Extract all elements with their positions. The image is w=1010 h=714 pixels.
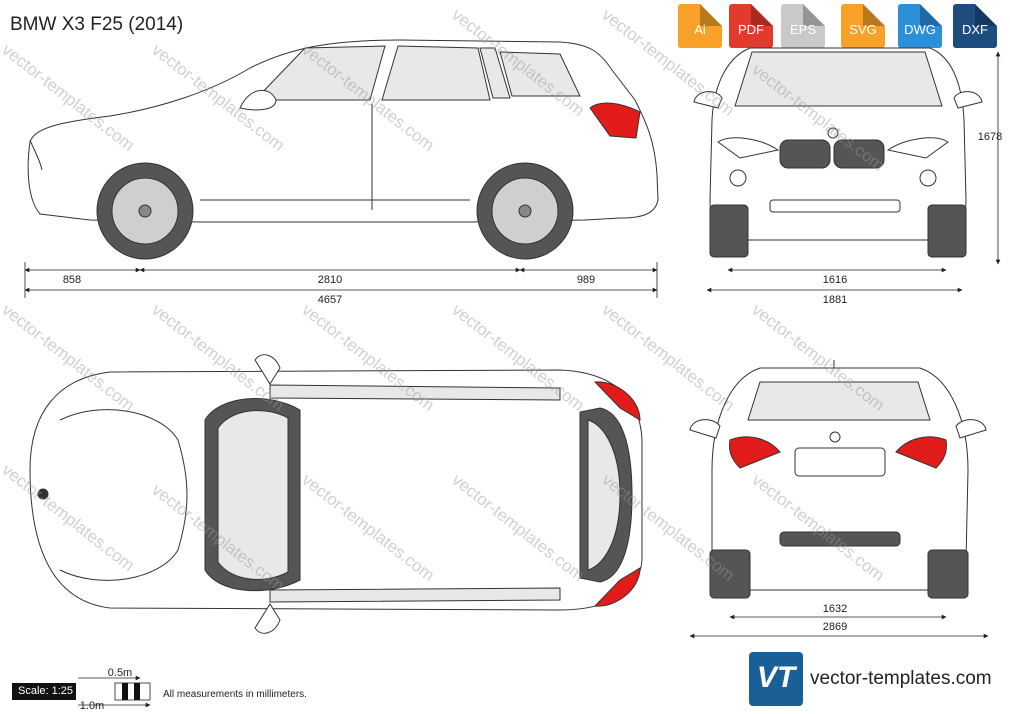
width-dimension: 1881 (822, 294, 848, 306)
rear-track-dimension: 1632 (822, 603, 848, 615)
pdf-format-label: PDF (738, 22, 764, 37)
height-dimension: 1678 (977, 131, 1003, 143)
rear-left-tire (709, 549, 751, 599)
side-taillight (589, 102, 641, 139)
front-track-dimension: 1616 (822, 274, 848, 286)
front-overhang-dimension: 858 (62, 274, 82, 286)
scale-one-meter: 1.0m (79, 700, 105, 712)
brand-url-link[interactable]: vector-templates.com (810, 668, 992, 689)
top-right-side-glass (269, 587, 561, 603)
front-dimensions (706, 51, 1001, 293)
top-right-taillight (593, 567, 641, 607)
side-mirror (239, 90, 277, 111)
top-windshield (217, 410, 289, 580)
top-left-mirror (254, 354, 281, 385)
rear-right-tire (927, 549, 969, 599)
svg-format-icon[interactable]: SVG (841, 4, 885, 48)
front-right-tire (927, 204, 967, 258)
rear-right-taillight (895, 436, 947, 469)
side-headlight (29, 139, 43, 171)
top-view (29, 354, 643, 634)
scale-bar (78, 675, 151, 708)
vt-logo-icon[interactable]: VT (749, 652, 803, 706)
front-right-foglight (919, 169, 937, 187)
dwg-format-icon[interactable]: DWG (898, 4, 942, 48)
page-title: BMW X3 F25 (2014) (10, 14, 184, 35)
front-lower-intake (769, 199, 901, 213)
top-body-outline (29, 369, 643, 611)
front-view (693, 47, 983, 258)
svg-format-label: SVG (849, 22, 877, 37)
front-right-headlight (886, 137, 949, 159)
side-front-window (253, 45, 386, 101)
top-left-side-glass (269, 384, 561, 401)
rear-window (747, 381, 931, 421)
eps-format-label: EPS (789, 22, 816, 37)
ai-format-icon[interactable]: Ai (678, 4, 722, 48)
measurement-note: All measurements in millimeters. (163, 689, 307, 700)
rear-view (689, 360, 987, 599)
side-cargo-window (499, 51, 581, 97)
top-bmw-logo-icon (37, 488, 49, 500)
top-rear-window (587, 419, 621, 571)
scale-half-meter: 0.5m (107, 667, 133, 679)
rear-diffuser (779, 531, 901, 547)
side-rear-window (381, 45, 491, 101)
scale-label: Scale: 1:25 (12, 683, 76, 700)
bmw-logo-icon (827, 127, 839, 139)
front-left-mirror (693, 91, 723, 109)
rear-dimensions (689, 614, 989, 639)
front-left-tire (709, 204, 749, 258)
rear-bmw-logo-icon (829, 431, 841, 443)
top-right-mirror (254, 603, 281, 634)
pdf-format-icon[interactable]: PDF (729, 4, 773, 48)
top-hood-line (59, 409, 188, 581)
dxf-format-icon[interactable]: DXF (953, 4, 997, 48)
front-left-headlight (717, 137, 780, 159)
rear-right-mirror (955, 419, 987, 439)
length-dimension: 4657 (317, 294, 343, 306)
front-grille-left (779, 139, 831, 169)
side-quarter-window (479, 47, 511, 99)
front-grille-right (833, 139, 885, 169)
rear-plate-area (794, 447, 886, 477)
width-with-mirrors-dimension: 2869 (822, 621, 848, 633)
ai-format-label: Ai (694, 22, 706, 37)
front-windshield (734, 51, 943, 107)
top-left-taillight (593, 381, 641, 421)
dwg-format-label: DWG (904, 22, 936, 37)
side-view (27, 39, 659, 260)
dxf-format-label: DXF (962, 22, 988, 37)
rear-left-taillight (729, 436, 781, 469)
front-left-foglight (729, 169, 747, 187)
rear-left-mirror (689, 419, 721, 439)
front-right-mirror (953, 91, 983, 109)
eps-format-icon[interactable]: EPS (781, 4, 825, 48)
side-dimensions (24, 262, 658, 298)
rear-overhang-dimension: 989 (576, 274, 596, 286)
wheelbase-dimension: 2810 (317, 274, 343, 286)
